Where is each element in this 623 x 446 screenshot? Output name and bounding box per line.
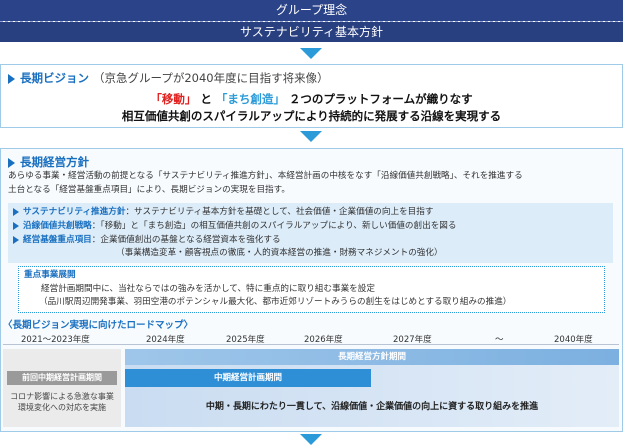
triangle-bullet-icon [8, 73, 15, 84]
roadmap-year: 2026年度 [304, 335, 343, 345]
strategy-intro-line-2: 土台となる「経営基盤重点項目」により、長期ビジョンの実現を目指す。 [8, 185, 290, 195]
vision-and: と [200, 92, 212, 106]
previous-period-column: 前回中期経営計画期間 コロナ影響による急激な事業 環境変化への対応を実施 [3, 349, 121, 427]
priority-projects-line-1: 経営計画期間中に、当社ならではの強みを活かして、特に重点的に取り組む事業を設定 [41, 284, 375, 294]
triangle-bullet-icon [13, 235, 19, 244]
triangle-bullet-icon [13, 221, 19, 230]
long-term-period-bar: 長期経営方針期間 [125, 349, 619, 365]
priority-projects-line-2: （品川駅周辺開発事業、羽田空港のポテンシャル最大化、都市近郊リゾートみうらの創生… [39, 297, 512, 307]
down-arrow-icon [300, 131, 322, 142]
long-term-strategy-heading: 長期経営方針 [8, 154, 89, 170]
covid-note-line-2: 環境変化への対応を実施 [18, 403, 106, 412]
priority-projects-box: 重点事業展開 経営計画期間中に、当社ならではの強みを活かして、特に重点的に取り組… [18, 266, 605, 313]
vision-line-1: 「移動」 と 「まち創造」 ２つのプラットフォームが織りなす [1, 91, 622, 107]
long-term-strategy-title: 長期経営方針 [20, 155, 89, 169]
group-philosophy-band: グループ理念 [0, 0, 623, 21]
keyword-move: 移動 [161, 92, 185, 106]
long-term-period-area: 長期経営方針期間 中期経営計画期間 中期・長期にわたり一貫して、沿線価値・企業価… [125, 349, 619, 427]
strategy-item-label: サステナビリティ推進方針 [23, 207, 126, 217]
mid-term-period-bar: 中期経営計画期間 [125, 369, 371, 387]
priority-projects-title: 重点事業展開 [24, 270, 76, 280]
roadmap-year: 2024年度 [146, 335, 185, 345]
quote-open-1: 「 [150, 92, 162, 106]
sustainability-policy-label: サステナビリティ基本方針 [239, 25, 384, 39]
roadmap-year: 2040年度 [554, 335, 593, 345]
strategy-item-sustainability: サステナビリティ推進方針：サステナビリティ基本方針を基礎として、社会価値・企業価… [13, 206, 433, 219]
long-term-vision-box: 長期ビジョン （京急グループが2040年度に目指す将来像） 「移動」 と 「まち… [0, 64, 623, 128]
roadmap-year: ～ [495, 335, 504, 345]
quote-close-2: 」 [273, 92, 285, 106]
strategy-item-foundation-sub: （事業構造変革・顧客視点の徹底・人的資本経営の推進・財務マネジメントの強化） [116, 248, 443, 258]
consistent-promotion-text: 中期・長期にわたり一貫して、沿線価値・企業価値の向上に資する取り組みを推進 [205, 402, 539, 412]
sustainability-policy-band: サステナビリティ基本方針 [0, 22, 623, 42]
group-philosophy-label: グループ理念 [275, 3, 348, 17]
long-term-strategy-box: 長期経営方針 あらゆる事業・経営活動の前提となる「サステナビリティ推進方針」、本… [0, 148, 623, 432]
covid-note: コロナ影響による急激な事業 環境変化への対応を実施 [5, 391, 119, 413]
long-term-vision-heading: 長期ビジョン （京急グループが2040年度に目指す将来像） [8, 70, 329, 86]
keyword-town-creation: まち創造 [227, 92, 274, 106]
roadmap-year: 2025年度 [226, 335, 265, 345]
strategy-item-text: ：企業価値創出の基盤となる経営資本を強化する [91, 235, 281, 245]
quote-open-2: 「 [215, 92, 228, 106]
roadmap-year: 2027年度 [393, 335, 432, 345]
long-term-vision-title: 長期ビジョン [20, 71, 89, 85]
strategy-item-label: 沿線価値共創戦略 [23, 221, 92, 231]
strategy-item-foundation: 経営基盤重点項目：企業価値創出の基盤となる経営資本を強化する [13, 234, 281, 247]
strategy-item-text: ：「移動」と「まち創造」の相互価値共創のスパイラルアップにより、新しい価値の創出… [91, 221, 457, 231]
down-arrow-icon [300, 434, 322, 445]
strategy-intro-line-1: あらゆる事業・経営活動の前提となる「サステナビリティ推進方針」、本経営計画の中核… [8, 171, 523, 181]
down-arrow-icon [300, 48, 322, 59]
roadmap-year: 2021～2023年度 [21, 335, 90, 345]
strategy-item-co-creation: 沿線価値共創戦略：「移動」と「まち創造」の相互価値共創のスパイラルアップにより、… [13, 220, 456, 233]
previous-plan-bar: 前回中期経営計画期間 [7, 371, 117, 385]
vision-line-1-rest: ２つのプラットフォームが織りなす [288, 92, 473, 106]
strategy-item-label: 経営基盤重点項目 [23, 235, 92, 245]
strategy-items-panel: サステナビリティ推進方針：サステナビリティ基本方針を基礎として、社会価値・企業価… [8, 203, 613, 263]
long-term-vision-subtitle: （京急グループが2040年度に目指す将来像） [93, 71, 329, 85]
triangle-bullet-icon [13, 207, 19, 216]
roadmap-axis [3, 344, 619, 345]
roadmap-title: 〈長期ビジョン実現に向けたロードマップ〉 [3, 320, 194, 331]
vision-line-2: 相互価値共創のスパイラルアップにより持続的に発展する沿線を実現する [121, 109, 502, 123]
strategy-item-text: ：サステナビリティ基本方針を基礎として、社会価値・企業価値の向上を目指す [125, 207, 434, 217]
strategy-intro: あらゆる事業・経営活動の前提となる「サステナビリティ推進方針」、本経営計画の中核… [8, 169, 618, 197]
quote-close-1: 」 [184, 92, 197, 106]
covid-note-line-1: コロナ影響による急激な事業 [10, 392, 114, 401]
band-divider [0, 21, 623, 22]
triangle-bullet-icon [8, 157, 15, 168]
